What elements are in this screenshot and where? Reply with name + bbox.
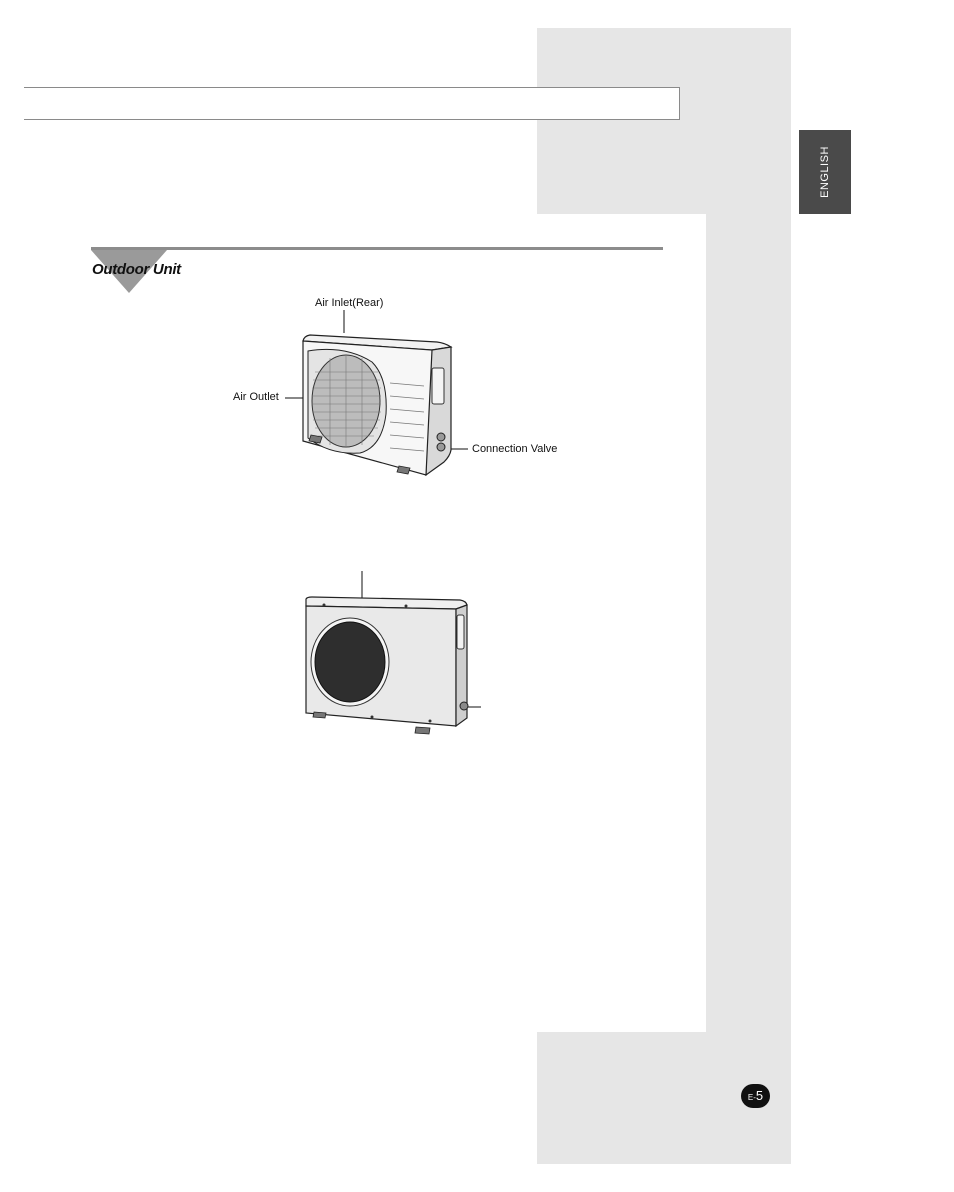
air-outlet-label: Air Outlet <box>233 391 279 403</box>
fan-disc <box>314 621 386 703</box>
unit-top-face <box>302 334 453 351</box>
page-number: 5 <box>755 1088 764 1103</box>
page-title-box <box>24 87 680 120</box>
unit-2-side-cover <box>456 614 465 650</box>
foot-right <box>396 465 411 475</box>
unit-2-foot-right <box>414 726 431 735</box>
section-divider <box>91 247 663 250</box>
connection-valve-label: Connection Valve <box>472 443 558 455</box>
valve-lower <box>436 442 446 452</box>
foot-left <box>308 434 323 444</box>
unit-2-foot-left <box>312 711 327 719</box>
louvre-slats <box>389 382 425 452</box>
valve-upper <box>436 432 446 442</box>
side-cover <box>431 367 445 405</box>
margin-panel-top <box>537 28 791 214</box>
grille-bars <box>312 356 381 447</box>
language-tab: ENGLISH <box>799 130 851 214</box>
section-marker <box>91 250 167 293</box>
screws <box>322 603 432 723</box>
page-number-badge: E-5 <box>741 1084 770 1108</box>
page-number-prefix: E- <box>747 1093 756 1102</box>
air-inlet-label: Air Inlet(Rear) <box>315 297 384 309</box>
unit-2-valve <box>459 701 469 711</box>
section-title: Outdoor Unit <box>92 261 181 278</box>
margin-panel-side <box>706 214 791 1032</box>
